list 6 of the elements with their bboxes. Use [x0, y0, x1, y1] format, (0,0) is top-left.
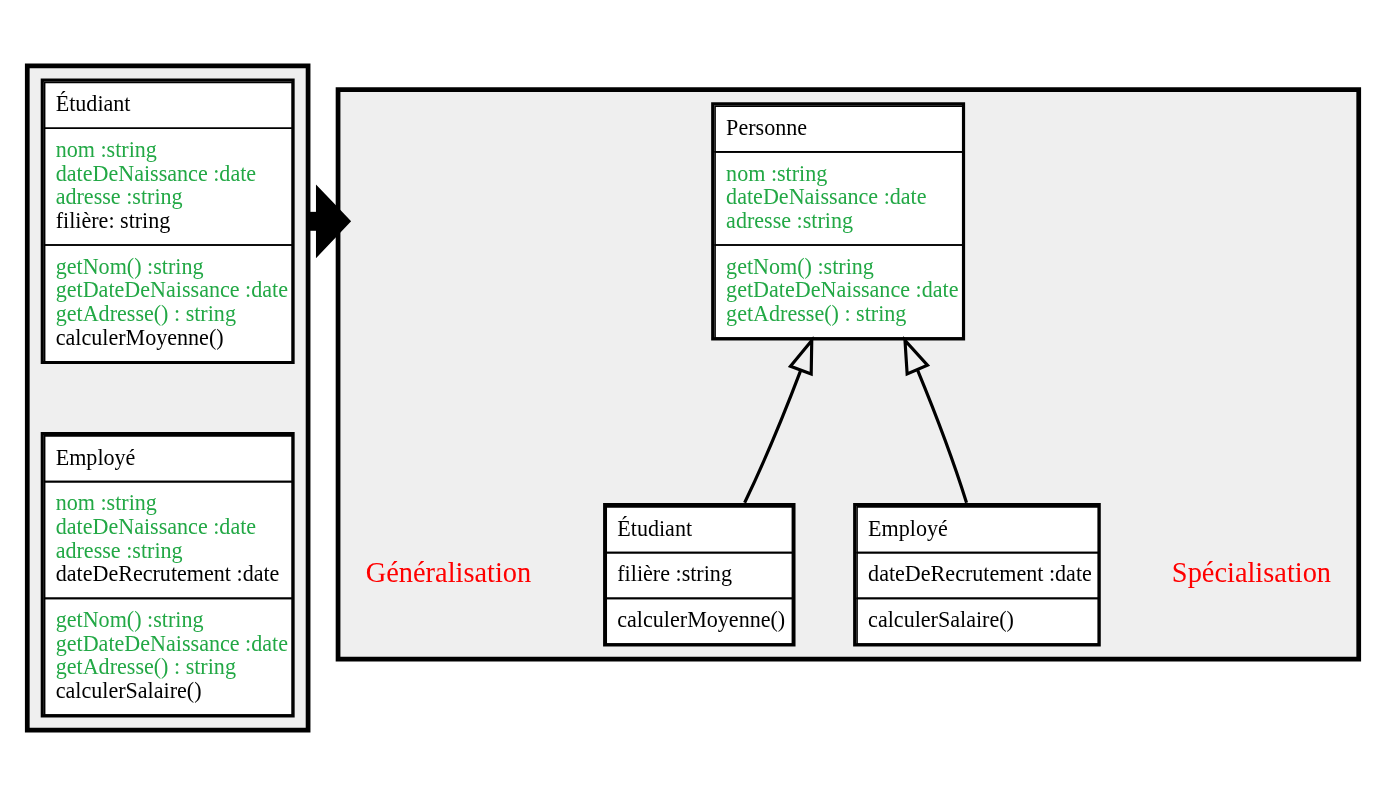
cluster	[335, 87, 1362, 662]
arrow	[743, 336, 814, 504]
label: Généralisation	[365, 556, 532, 588]
arrow	[903, 336, 969, 504]
label: Spécialisation	[1171, 556, 1332, 588]
cluster	[24, 63, 311, 733]
